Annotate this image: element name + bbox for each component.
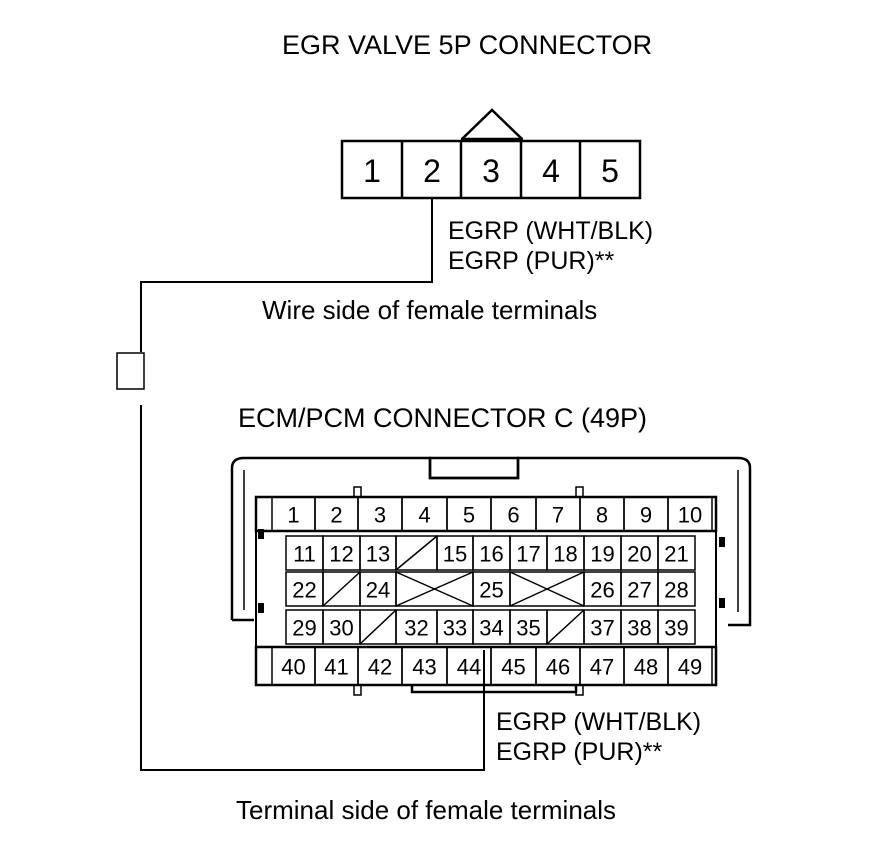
ecm-pin-17: 17	[516, 542, 540, 567]
ecm-pin-48: 48	[634, 655, 658, 680]
ecm-pin-24: 24	[366, 578, 390, 603]
ecm-pin-19: 19	[590, 542, 614, 567]
egr-pin-labels: 1 2 3 4 5	[363, 153, 619, 189]
ecm-top-notch	[575, 486, 584, 498]
ecm-pin-3: 3	[374, 503, 386, 528]
ecm-pin-45: 45	[501, 655, 525, 680]
unused-cell-cross	[509, 571, 585, 607]
ecm-pin-29: 29	[292, 616, 316, 641]
ecm-cell	[657, 609, 696, 645]
ecm-cell	[657, 571, 696, 607]
unused-cell-cross	[395, 571, 474, 607]
ecm-cell	[657, 535, 696, 571]
ecm-side-label: Terminal side of female terminals	[236, 795, 617, 825]
ecm-pin-15: 15	[443, 542, 467, 567]
ecm-pin-16: 16	[479, 542, 503, 567]
ecm-pin-26: 26	[590, 578, 614, 603]
ecm-pin-1: 1	[287, 503, 299, 528]
egrp-wire-lower	[140, 405, 485, 771]
egr-wire-label-pur: EGRP (PUR)**	[448, 247, 615, 275]
egr-pin-5: 5	[601, 153, 619, 189]
egrp-wire-upper	[140, 198, 433, 352]
egr-pin-1: 1	[363, 153, 381, 189]
wire-connector-symbol	[116, 352, 145, 390]
ecm-pin-27: 27	[627, 578, 651, 603]
ecm-pin-25: 25	[479, 578, 503, 603]
ecm-side-mark	[258, 529, 264, 539]
unused-cell-slash	[359, 609, 397, 645]
ecm-pin-28: 28	[664, 578, 688, 603]
ecm-pin-30: 30	[329, 616, 353, 641]
egr-connector-body	[340, 108, 642, 200]
ecm-pin-21: 21	[664, 542, 688, 567]
ecm-pin-2: 2	[330, 503, 342, 528]
ecm-pin-5: 5	[463, 503, 475, 528]
ecm-cell	[667, 496, 713, 532]
egr-connector-title: EGR VALVE 5P CONNECTOR	[282, 30, 653, 60]
ecm-pin-42: 42	[368, 655, 392, 680]
ecm-pin-6: 6	[507, 503, 519, 528]
ecm-housing-top-tab	[428, 456, 520, 480]
ecm-pin-40: 40	[281, 655, 305, 680]
egrp-wire	[116, 198, 485, 771]
egr-side-label: Wire side of female terminals	[262, 295, 598, 325]
ecm-top-notch	[353, 486, 362, 498]
ecm-connector-title: ECM/PCM CONNECTOR C (49P)	[238, 403, 648, 433]
ecm-pin-grid	[271, 496, 713, 686]
ecm-pin-43: 43	[412, 655, 436, 680]
ecm-pin-32: 32	[404, 616, 428, 641]
egr-connector-outline	[340, 139, 642, 200]
ecm-side-mark	[719, 598, 725, 608]
ecm-pin-44: 44	[457, 655, 481, 680]
ecm-pin-10: 10	[678, 503, 702, 528]
ecm-pin-20: 20	[627, 542, 651, 567]
ecm-pin-46: 46	[546, 655, 570, 680]
egr-connector-key	[461, 108, 523, 140]
ecm-housing-inner	[243, 470, 739, 612]
egr-pin-3: 3	[482, 153, 500, 189]
ecm-pin-11: 11	[293, 542, 316, 567]
unused-cell-slash	[395, 535, 438, 571]
egr-wire-label-wht-blk: EGRP (WHT/BLK)	[448, 217, 654, 245]
ecm-wire-label-wht-blk: EGRP (WHT/BLK)	[496, 708, 702, 736]
ecm-pin-41: 41	[324, 655, 348, 680]
ecm-pin-7: 7	[552, 503, 564, 528]
ecm-pin-22: 22	[292, 578, 316, 603]
ecm-pin-33: 33	[443, 616, 467, 641]
unused-cell-slash	[546, 609, 585, 645]
ecm-side-marks	[258, 529, 725, 613]
ecm-pin-13: 13	[366, 542, 390, 567]
ecm-pin-37: 37	[590, 616, 614, 641]
ecm-side-mark	[258, 603, 264, 613]
ecm-pin-12: 12	[329, 542, 353, 567]
ecm-pin-39: 39	[664, 616, 688, 641]
egr-pin-4: 4	[542, 153, 560, 189]
ecm-cell	[667, 646, 713, 686]
ecm-pin-4: 4	[418, 503, 430, 528]
ecm-pin-49: 49	[678, 655, 702, 680]
ecm-pin-8: 8	[596, 503, 608, 528]
unused-cell-slash	[322, 571, 361, 607]
ecm-pin-9: 9	[640, 503, 652, 528]
ecm-pin-35: 35	[516, 616, 540, 641]
ecm-pin-18: 18	[553, 542, 577, 567]
ecm-wire-label-pur: EGRP (PUR)**	[496, 738, 663, 766]
ecm-pin-34: 34	[479, 616, 503, 641]
ecm-pin-47: 47	[590, 655, 614, 680]
ecm-side-mark	[719, 537, 725, 547]
ecm-bottom-notch	[353, 684, 362, 696]
ecm-pin-38: 38	[627, 616, 651, 641]
egr-pin-2: 2	[423, 153, 441, 189]
